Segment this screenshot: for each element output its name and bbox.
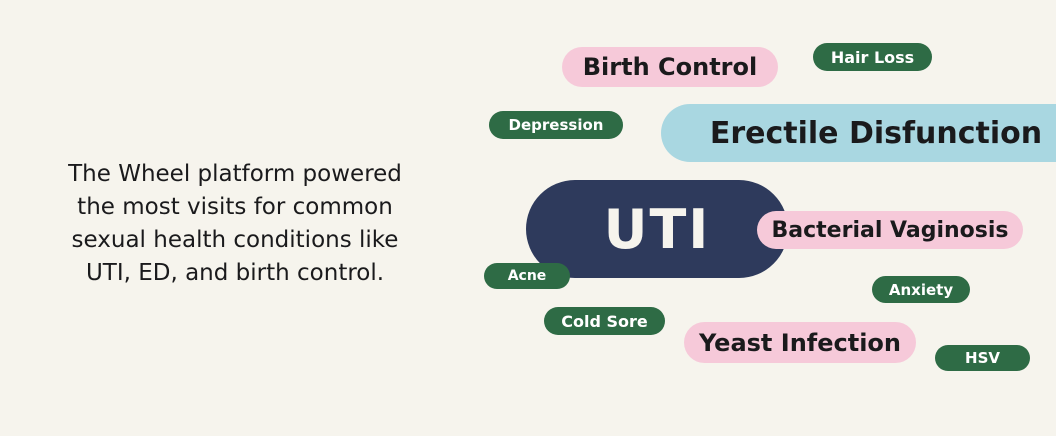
badge-label: Acne xyxy=(507,268,547,284)
badge-cold-sore: Cold Sore xyxy=(544,307,665,335)
caption-line: the most visits for common xyxy=(77,194,393,220)
badge-bacterial-vaginosis: Bacterial Vaginosis xyxy=(757,211,1023,249)
badge-label: Anxiety xyxy=(888,280,954,299)
badge-anxiety: Anxiety xyxy=(872,276,970,303)
badge-label: Birth Control xyxy=(582,53,758,81)
badge-birth-control: Birth Control xyxy=(562,47,778,87)
badge-label: Yeast Infection xyxy=(699,328,901,357)
caption-line: sexual health conditions like xyxy=(71,227,399,253)
badge-label: Cold Sore xyxy=(561,311,648,331)
caption-line: UTI, ED, and birth control. xyxy=(85,260,385,286)
badge-uti: UTI xyxy=(526,180,788,278)
badge-label: Hair Loss xyxy=(830,47,915,67)
badge-hair-loss: Hair Loss xyxy=(813,43,932,71)
badge-label: Bacterial Vaginosis xyxy=(771,217,1009,243)
badge-hsv: HSV xyxy=(935,345,1030,371)
caption-text: The Wheel platform powered the most visi… xyxy=(30,158,440,290)
badge-label: Depression xyxy=(508,116,604,134)
badge-acne: Acne xyxy=(484,263,570,289)
badge-yeast-infection: Yeast Infection xyxy=(684,322,916,363)
badge-depression: Depression xyxy=(489,111,623,139)
badge-erectile-disfunction: Erectile Disfunction xyxy=(661,104,1056,162)
badge-label: UTI xyxy=(603,197,711,261)
caption-line: The Wheel platform powered xyxy=(68,161,402,187)
badge-label: HSV xyxy=(965,349,1000,367)
badge-label: Erectile Disfunction xyxy=(709,115,1043,151)
